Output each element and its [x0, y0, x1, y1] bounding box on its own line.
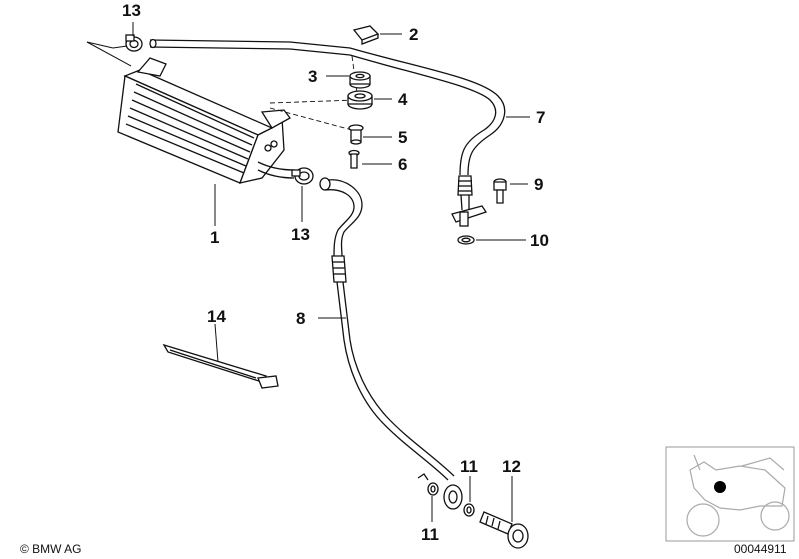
- diagram-number: 00044911: [734, 542, 787, 556]
- motorcycle-locator-thumbnail: [665, 446, 795, 542]
- callout-5: 5: [398, 128, 407, 147]
- hose-clamp-lower[interactable]: [291, 167, 314, 185]
- callout-8: 8: [296, 309, 305, 328]
- callout-11-lower: 11: [421, 525, 439, 544]
- callout-12: 12: [502, 457, 521, 476]
- callout-3: 3: [308, 67, 317, 86]
- rubber-mount-4[interactable]: [347, 90, 373, 110]
- screw-9[interactable]: [493, 178, 507, 204]
- seal-ring-10[interactable]: [457, 235, 475, 245]
- callout-6: 6: [398, 155, 407, 174]
- callout-11-upper: 11: [460, 457, 478, 476]
- cable-tie-14[interactable]: [162, 343, 279, 389]
- locator-dot: [714, 481, 726, 493]
- grommet-3[interactable]: [349, 71, 371, 89]
- callout-9: 9: [534, 175, 543, 194]
- callout-10: 10: [530, 231, 549, 250]
- hose-clamp-top[interactable]: [125, 34, 143, 52]
- oil-line-7[interactable]: [149, 38, 506, 227]
- copyright-text: © BMW AG: [20, 542, 82, 556]
- clip-2[interactable]: [352, 25, 380, 45]
- callout-2: 2: [409, 25, 418, 44]
- callout-14: 14: [207, 307, 226, 326]
- callout-13-top: 13: [122, 1, 141, 20]
- callout-7: 7: [536, 108, 545, 127]
- callout-13-lower: 13: [291, 225, 310, 244]
- callout-4: 4: [398, 90, 408, 109]
- banjo-bolt-12[interactable]: [479, 511, 529, 549]
- seal-ring-11-left[interactable]: [417, 473, 439, 496]
- screw-6[interactable]: [348, 149, 360, 169]
- oil-line-8[interactable]: [319, 177, 463, 510]
- oil-cooler[interactable]: [117, 57, 295, 184]
- sleeve-5[interactable]: [348, 124, 364, 145]
- seal-ring-11-right[interactable]: [463, 503, 475, 517]
- callout-1: 1: [210, 228, 219, 247]
